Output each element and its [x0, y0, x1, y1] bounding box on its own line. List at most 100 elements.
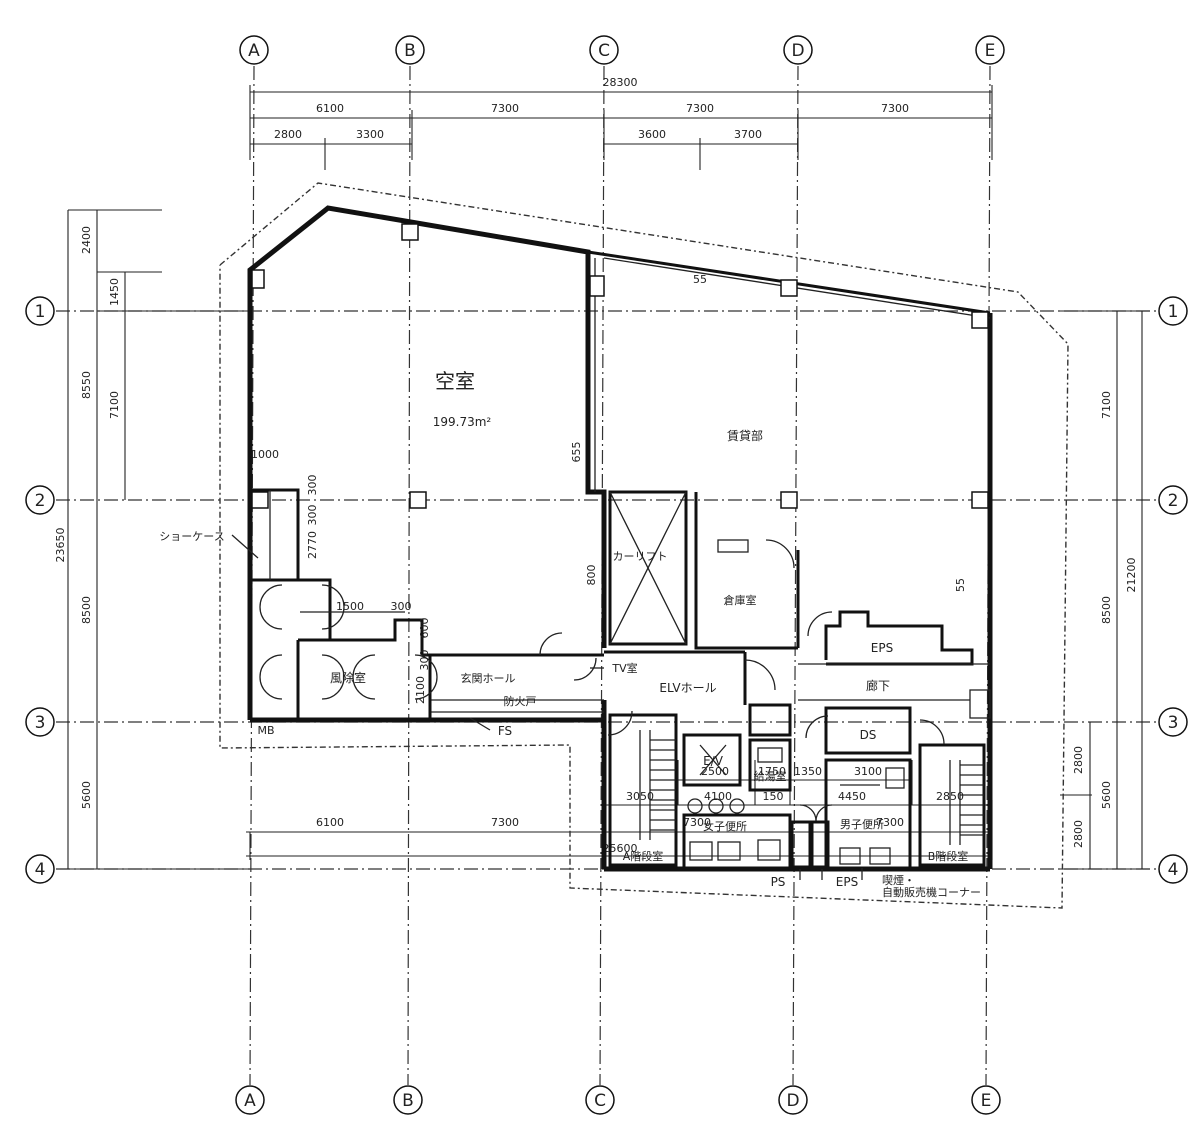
ps-label: PS [771, 875, 786, 889]
dim-left-total: 23650 [54, 528, 67, 563]
dim-bottom-row2-3: 150 [763, 790, 784, 803]
dim-inner-655: 655 [570, 442, 583, 463]
dim-top-span-3: 7300 [686, 102, 714, 115]
grid-circle-a-top [239, 35, 269, 65]
dim-inner-2100: 2100 [414, 676, 427, 704]
corridor-label: 廊下 [866, 678, 890, 693]
dim-top-total: 28300 [603, 76, 638, 89]
dim-inner-300c: 300 [391, 600, 412, 613]
grid-circle-4-left [25, 854, 55, 884]
grid-label-a-top: A [248, 41, 260, 61]
dim-inner-1000: 1000 [251, 448, 279, 461]
grid-label-3-left: 3 [35, 713, 46, 733]
dim-inner-2770: 2770 [306, 531, 319, 559]
grid-circle-3-right [1158, 707, 1188, 737]
grid-labels-bottom: A B C D E [235, 1085, 1001, 1115]
grid-label-c-bottom: C [594, 1091, 606, 1111]
mens-wc-label: 男子便所 [840, 818, 884, 831]
showcase-label: ショーケース [159, 530, 224, 543]
dim-inner-800: 800 [585, 565, 598, 586]
grid-label-b-bottom: B [402, 1091, 414, 1111]
dim-bottom-span-2: 7300 [491, 816, 519, 829]
inner-dimensions: 1000 300 300 2770 1500 300 600 300 2100 … [251, 273, 967, 704]
grid-labels-rows: 1 2 3 4 1 2 3 4 [25, 296, 1188, 884]
grid-circle-1-right [1158, 296, 1188, 326]
storage-label: 倉庫室 [724, 593, 757, 607]
dim-right-5: 2800 [1072, 820, 1085, 848]
entrance-block [250, 488, 604, 720]
grid-circle-e-top [975, 35, 1005, 65]
grid-label-e-top: E [985, 41, 996, 61]
dim-bottom-row1-4: 3100 [854, 765, 882, 778]
vacant-area: 199.73m² [433, 415, 492, 429]
grid-label-4-left: 4 [35, 860, 46, 880]
washroom-label: 給湯室 [754, 769, 787, 783]
grid-circle-a-bottom [235, 1085, 265, 1115]
ds-label: DS [860, 728, 877, 742]
grid-label-1-left: 1 [35, 302, 46, 322]
dim-inner-55a: 55 [693, 273, 707, 286]
dim-inner-300d: 300 [418, 650, 431, 671]
fire-note: 防火戸 [504, 694, 537, 708]
dim-bottom-span-1: 6100 [316, 816, 344, 829]
dim-bottom-span-3: 7300 [683, 816, 711, 829]
dim-inner-600: 600 [418, 618, 431, 639]
entrance-hall-label: 玄関ホール [461, 671, 516, 685]
stair-b-label: B階段室 [928, 849, 969, 863]
grid-lines [56, 65, 1158, 1086]
eps-top-label: EPS [871, 641, 893, 655]
left-dimensions: 2400 1450 8550 7100 23650 8500 5600 [54, 209, 250, 870]
grid-label-d-bottom: D [786, 1091, 799, 1111]
dim-top-sub-left-1: 2800 [274, 128, 302, 141]
dim-left-4: 7100 [108, 391, 121, 419]
dim-left-2: 1450 [108, 278, 121, 306]
grid-label-c-top: C [598, 41, 610, 61]
grid-label-1-right: 1 [1168, 302, 1179, 322]
dim-left-3: 8550 [80, 371, 93, 399]
dim-top-span-2: 7300 [491, 102, 519, 115]
grid-label-2-right: 2 [1168, 491, 1179, 511]
property-boundary [219, 182, 1069, 909]
grid-circle-c-bottom [585, 1085, 615, 1115]
rental-note: 賃貸部 [727, 428, 763, 443]
bottom-dimensions: 2500 1750 1350 3100 3050 4100 150 4450 2… [246, 760, 993, 860]
grid-circle-c-top [589, 35, 619, 65]
grid-circle-d-top [783, 35, 813, 65]
dim-top-span-1: 6100 [316, 102, 344, 115]
grid-label-d-top: D [791, 41, 804, 61]
grid-circle-d-bottom [778, 1085, 808, 1115]
womens-wc-label: 女子便所 [703, 819, 747, 833]
tv-room-label: TV室 [611, 661, 637, 675]
dim-bottom-row1-3: 1350 [794, 765, 822, 778]
columns [251, 223, 989, 509]
grid-circle-2-right [1158, 485, 1188, 515]
grid-label-2-left: 2 [35, 491, 46, 511]
grid-label-b-top: B [404, 41, 416, 61]
dim-inner-300a: 300 [306, 475, 319, 496]
lower-core [231, 534, 986, 880]
vacant-title: 空室 [435, 369, 475, 393]
dim-right-1: 7100 [1100, 391, 1113, 419]
fs-label: FS [498, 724, 512, 738]
dim-top-sub-left-2: 3300 [356, 128, 384, 141]
stair-a-treads [650, 739, 676, 831]
dim-right-3: 5600 [1100, 781, 1113, 809]
dim-right-2: 8500 [1100, 596, 1113, 624]
dim-left-5: 8500 [80, 596, 93, 624]
dim-bottom-span-4: 7300 [876, 816, 904, 829]
dim-bottom-row2-4: 4450 [838, 790, 866, 803]
ev-label: E/V [703, 754, 724, 768]
dim-bottom-row2-2: 4100 [704, 790, 732, 803]
dim-top-span-4: 7300 [881, 102, 909, 115]
core-block [604, 490, 991, 737]
right-dimensions: 7100 8500 21200 5600 2800 2800 [1060, 310, 1150, 870]
grid-circle-e-bottom [971, 1085, 1001, 1115]
smoking-note: 喫煙・自動販売機コーナー [882, 874, 981, 899]
room-labels: 空室 199.73m² 賃貸部 ショーケース 風除室 玄関ホール TV室 ELV… [159, 369, 981, 899]
grid-label-e-bottom: E [981, 1091, 992, 1111]
dim-inner-300b: 300 [306, 505, 319, 526]
mop-label: MB [257, 724, 274, 737]
grid-label-a-bottom: A [244, 1091, 256, 1111]
dim-bottom-row1-1: 2500 [701, 765, 729, 778]
